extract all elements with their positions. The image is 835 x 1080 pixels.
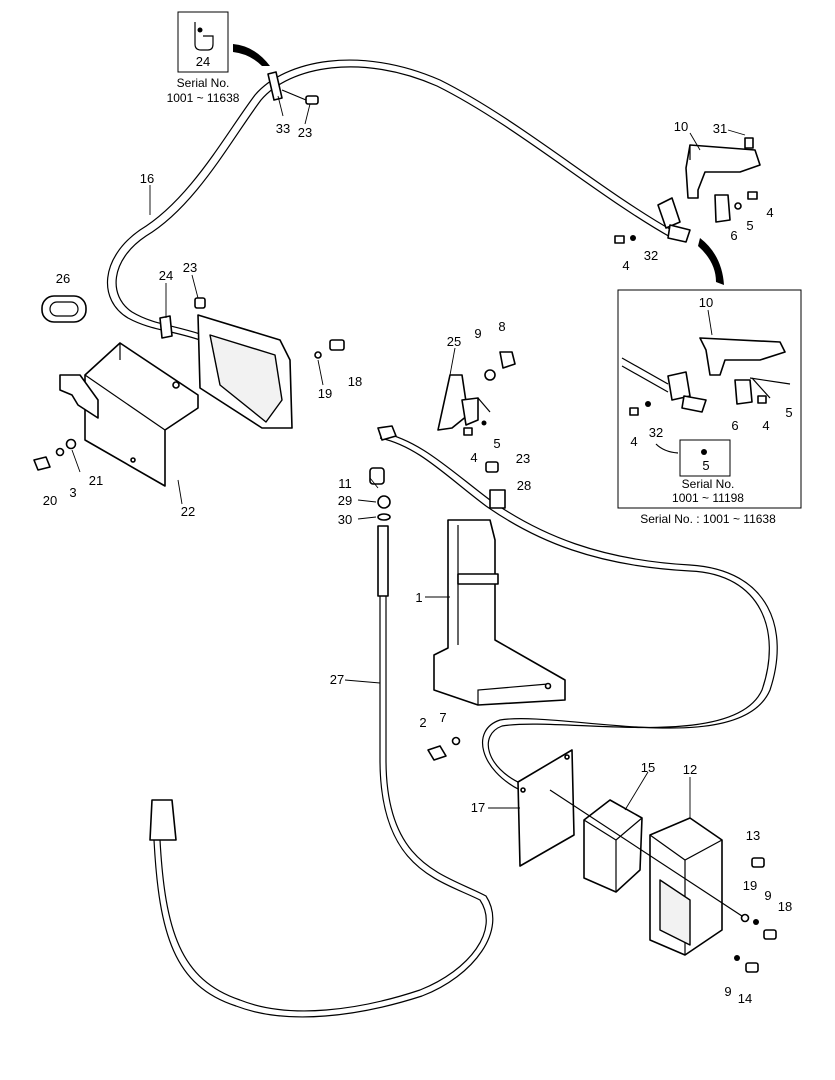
clip-24-left — [159, 315, 173, 339]
callout-32-inset: 32 — [649, 425, 663, 440]
detail-arrow-top — [233, 44, 270, 66]
leader-lines — [71, 95, 746, 818]
callout-12: 12 — [683, 762, 697, 777]
callout-4-top-right: 4 — [766, 205, 773, 220]
callout-23-left: 23 — [183, 260, 197, 275]
callout-16: 16 — [140, 171, 154, 186]
callout-9-top: 9 — [474, 326, 481, 341]
module-12 — [549, 789, 777, 973]
callout-9-right-lower: 9 — [724, 984, 731, 999]
callout-28: 28 — [517, 478, 531, 493]
callout-10-top: 10 — [674, 119, 688, 134]
cable-27 — [149, 467, 494, 1018]
bracket-10-assembly — [614, 137, 761, 244]
callout-10-inset: 10 — [699, 295, 713, 310]
callout-numbers: 33 23 16 10 31 4 5 6 32 4 26 24 23 19 18… — [43, 119, 793, 1006]
pedal-25 — [437, 351, 516, 436]
callout-1: 1 — [415, 590, 422, 605]
throttle-cable — [377, 425, 778, 791]
callout-3: 3 — [69, 485, 76, 500]
callout-4-top-left: 4 — [622, 258, 629, 273]
callout-26: 26 — [56, 271, 70, 286]
callout-25: 25 — [447, 334, 461, 349]
callout-29: 29 — [338, 493, 352, 508]
callout-15: 15 — [641, 760, 655, 775]
inset-serial-range: 1001 ~ 11198 — [672, 491, 744, 505]
module-15 — [583, 799, 643, 893]
callout-19-right: 19 — [743, 878, 757, 893]
callout-27: 27 — [330, 672, 344, 687]
detail-arrow-right — [698, 238, 724, 285]
callout-14: 14 — [738, 991, 752, 1006]
inset-box — [617, 289, 802, 509]
callout-18-left: 18 — [348, 374, 362, 389]
clip-33 — [267, 71, 319, 105]
callout-22: 22 — [181, 504, 195, 519]
callout-6-top: 6 — [730, 228, 737, 243]
callout-17: 17 — [471, 800, 485, 815]
bolts-left — [33, 339, 345, 471]
callout-20: 20 — [43, 493, 57, 508]
callout-23-pedal: 23 — [516, 451, 530, 466]
callout-31: 31 — [713, 121, 727, 136]
grommet-26 — [41, 295, 87, 323]
callout-5-inset-detail: 5 — [702, 458, 709, 473]
callout-24-left: 24 — [159, 268, 173, 283]
top-serial-range: 1001 ~ 11638 — [167, 91, 240, 105]
callout-5-inset: 5 — [785, 405, 792, 420]
top-serial-label: Serial No. — [177, 76, 230, 90]
upper-cable-16 — [107, 59, 676, 341]
callout-19-left: 19 — [318, 386, 332, 401]
callout-5-pedal: 5 — [493, 436, 500, 451]
callout-8: 8 — [498, 319, 505, 334]
controller-plate — [194, 297, 293, 429]
bracket-1 — [427, 519, 566, 761]
callout-4-pedal: 4 — [470, 450, 477, 465]
callout-2: 2 — [419, 715, 426, 730]
callout-4-inset-right: 4 — [762, 418, 769, 433]
inset-below-serial: Serial No. : 1001 ~ 11638 — [640, 512, 776, 526]
callout-18-right: 18 — [778, 899, 792, 914]
callout-32-top: 32 — [644, 248, 658, 263]
callout-13: 13 — [746, 828, 760, 843]
plate-17 — [517, 749, 575, 867]
callout-9-right-upper: 9 — [764, 888, 771, 903]
callout-6-inset: 6 — [731, 418, 738, 433]
detail-box-clip-24: 24 — [177, 11, 229, 73]
callout-21: 21 — [89, 473, 103, 488]
callout-24-detail: 24 — [196, 54, 210, 69]
callout-23-top: 23 — [298, 125, 312, 140]
callout-30: 30 — [338, 512, 352, 527]
callout-7: 7 — [439, 710, 446, 725]
box-22 — [59, 342, 199, 487]
callout-4-inset-left: 4 — [630, 434, 637, 449]
callout-11: 11 — [338, 476, 352, 491]
inset-serial-label: Serial No. — [682, 477, 735, 491]
callout-5-top: 5 — [746, 218, 753, 233]
callout-33: 33 — [276, 121, 290, 136]
